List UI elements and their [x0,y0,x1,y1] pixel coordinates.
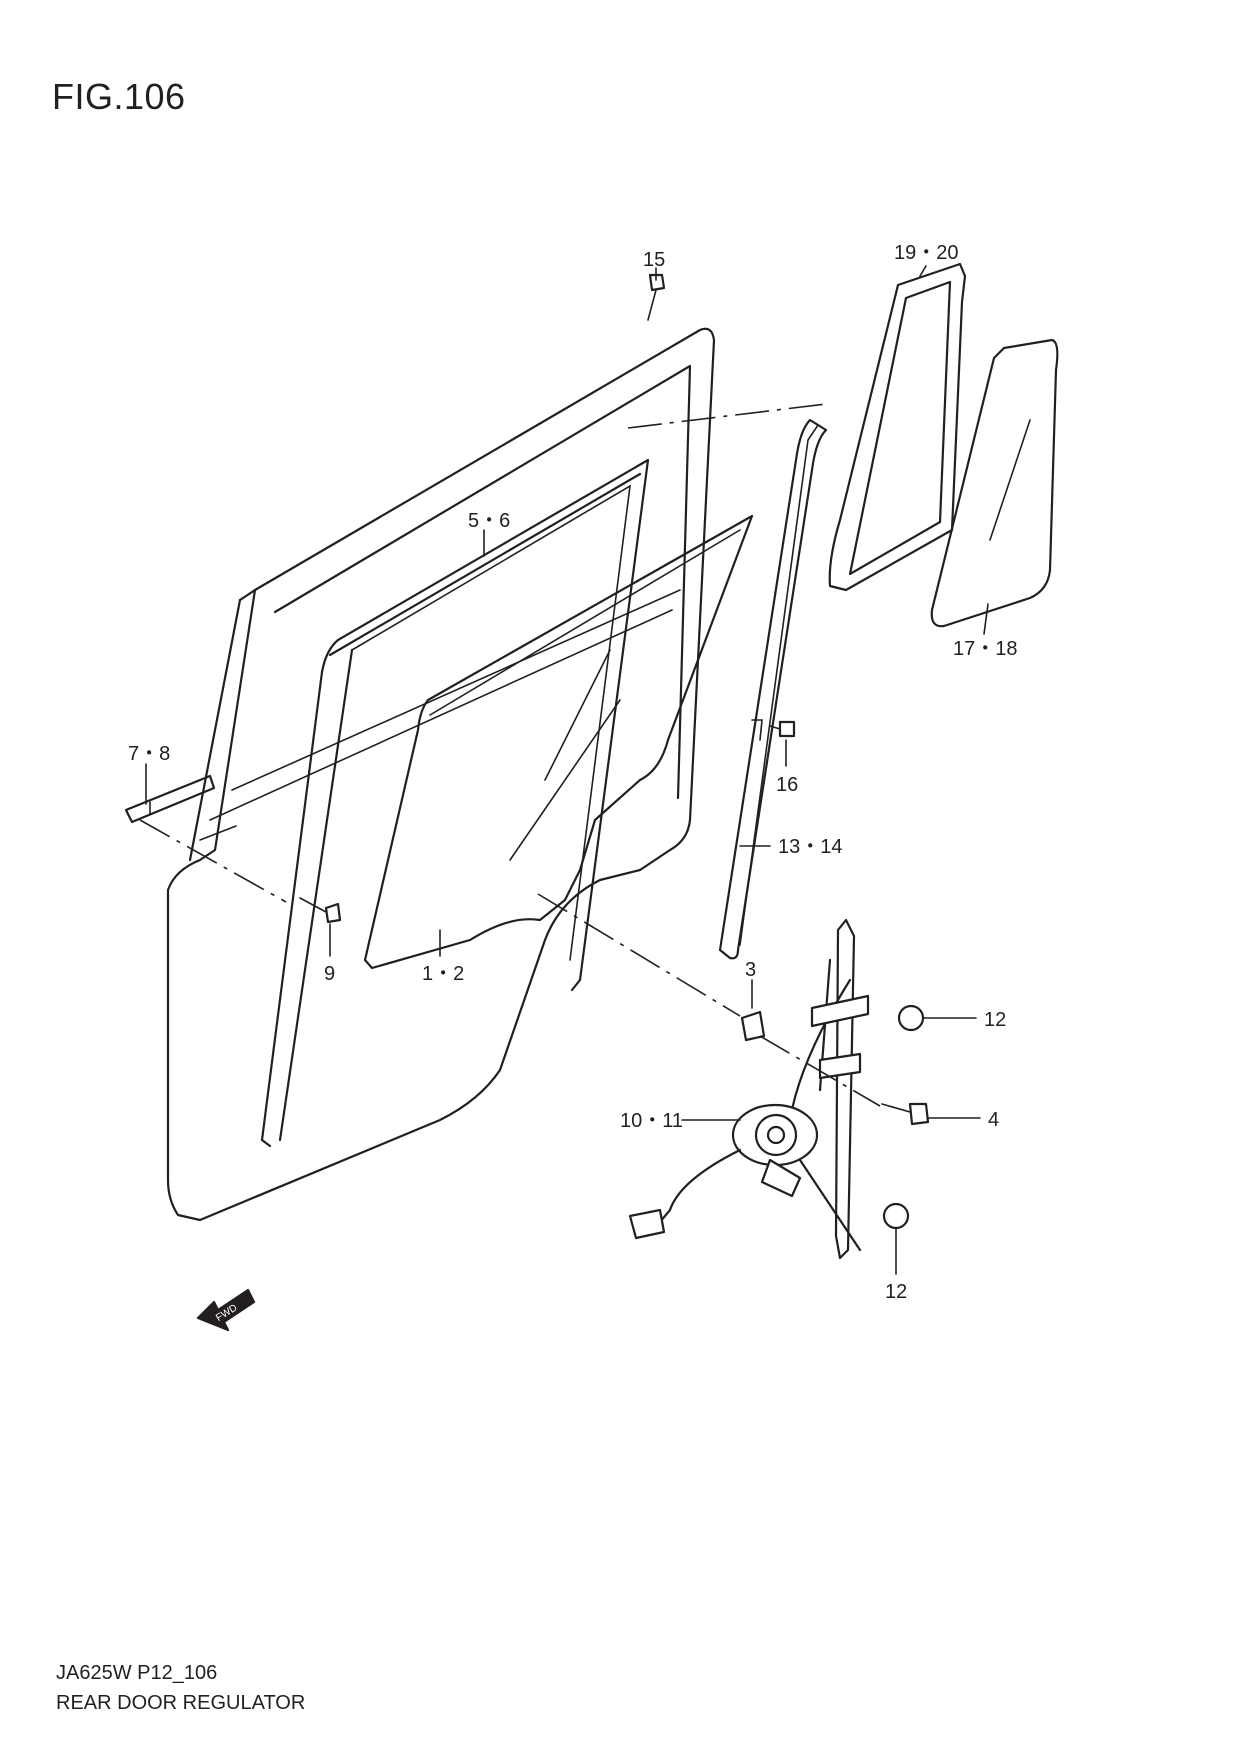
screw-15 [648,273,666,292]
diagram-code: JA625W P12_106 [56,1662,218,1684]
callout-9: 9 [324,963,335,985]
callout-19-20: 19・20 [894,242,959,264]
door-glass [363,514,754,970]
callout-4: 4 [988,1109,999,1131]
clip-3 [740,1010,766,1042]
quarter-glass [930,338,1059,628]
callout-3: 3 [745,959,756,981]
screw-4 [908,1102,930,1126]
callout-7-8: 7・8 [128,743,170,765]
fasteners [299,273,930,1230]
figure-title: FIG.106 [52,76,186,117]
callout-12-lower: 12 [885,1281,907,1303]
run-channel [260,458,650,1148]
window-regulator [628,918,870,1260]
callout-1-2: 1・2 [422,963,464,985]
quarter-frame [828,262,967,592]
callout-17-18: 17・18 [953,638,1018,660]
callout-10-11: 10・11 [620,1110,683,1132]
guide-rail [718,418,828,960]
nut-12-lower [882,1202,910,1230]
nut-12-upper [897,1004,925,1032]
callout-16: 16 [776,774,798,796]
bolt-16 [778,720,796,738]
callout-5-6: 5・6 [468,510,510,532]
diagram-name: REAR DOOR REGULATOR [56,1692,306,1714]
fwd-arrow-icon: FWD [196,1288,256,1332]
callout-13-14: 13・14 [778,836,843,858]
callout-12-upper: 12 [984,1009,1006,1031]
door-panel [166,327,716,1222]
callout-15: 15 [643,249,665,271]
leader-lines [145,265,989,1275]
weatherstrip [124,774,216,824]
assembly-lines [139,403,881,1107]
screw-9 [324,902,342,924]
